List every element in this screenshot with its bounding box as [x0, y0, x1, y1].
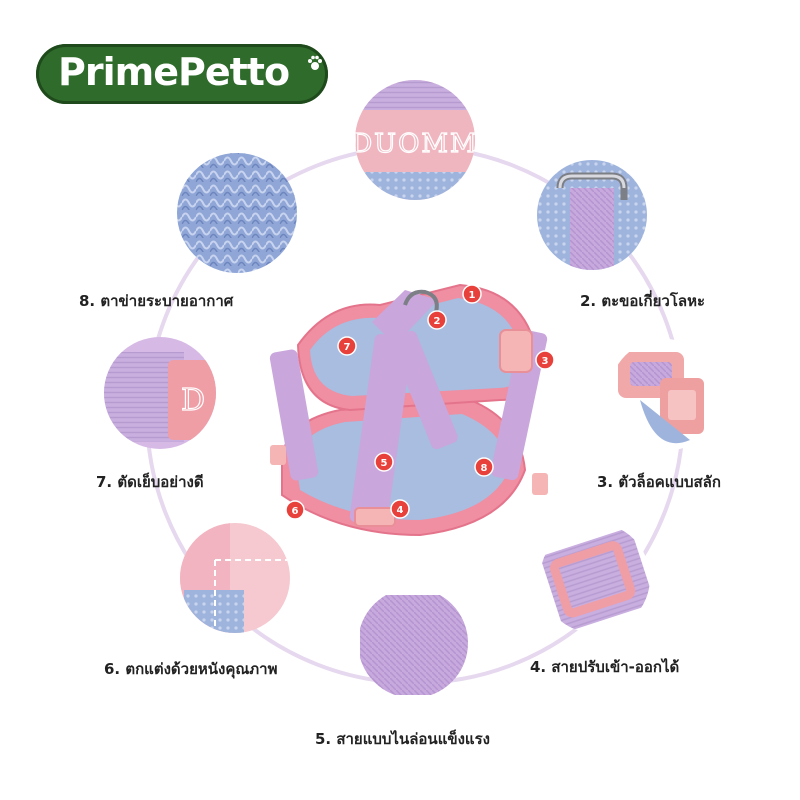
svg-text:7: 7 — [344, 342, 351, 353]
feature-label-leather-trim: 6. ตกแต่งด้วยหนังคุณภาพ — [104, 660, 278, 678]
detail-leather-trim — [180, 523, 290, 633]
paw-icon — [308, 55, 322, 70]
logo-text: PrimePetto — [58, 50, 290, 94]
svg-text:1: 1 — [469, 290, 476, 301]
feature-label-breathable-mesh: 8. ตาข่ายระบายอากาศ — [79, 292, 234, 310]
svg-text:5: 5 — [381, 458, 388, 469]
badge-5: 5 — [374, 452, 394, 472]
detail-metal-hook — [537, 160, 647, 270]
badge-7: 7 — [337, 336, 357, 356]
detail-adjuster — [540, 523, 650, 633]
svg-text:8: 8 — [481, 463, 488, 474]
svg-text:2: 2 — [434, 316, 441, 327]
brand-logo: PrimePetto — [36, 44, 328, 104]
svg-text:3: 3 — [542, 356, 549, 367]
detail-buckle — [609, 339, 721, 451]
badge-6: 6 — [285, 500, 305, 520]
detail-nylon-strap — [358, 588, 468, 698]
embroidery-text: DUOMM — [351, 129, 478, 159]
stitch-letter: D — [181, 383, 205, 418]
detail-stitching: D — [104, 337, 216, 449]
feature-label-buckle: 3. ตัวล็อคแบบสลัก — [597, 473, 721, 491]
badge-8: 8 — [474, 457, 494, 477]
feature-label-stitching: 7. ตัดเย็บอย่างดี — [96, 473, 204, 491]
badge-4: 4 — [390, 499, 410, 519]
svg-text:4: 4 — [397, 505, 404, 516]
detail-embroidery: DUOMM — [351, 80, 478, 200]
badge-2: 2 — [427, 310, 447, 330]
svg-text:6: 6 — [292, 506, 299, 517]
feature-label-metal-hook: 2. ตะขอเกี่ยวโลหะ — [580, 292, 706, 310]
detail-breathable-mesh — [177, 153, 297, 273]
badge-1: 1 — [462, 284, 482, 304]
harness-illustration: 1 2 3 4 5 6 7 8 — [269, 283, 555, 537]
feature-label-adjustable-strap: 4. สายปรับเข้า-ออกได้ — [530, 658, 680, 676]
badge-3: 3 — [535, 350, 555, 370]
feature-label-nylon-strap: 5. สายแบบไนล่อนแข็งแรง — [315, 730, 490, 748]
